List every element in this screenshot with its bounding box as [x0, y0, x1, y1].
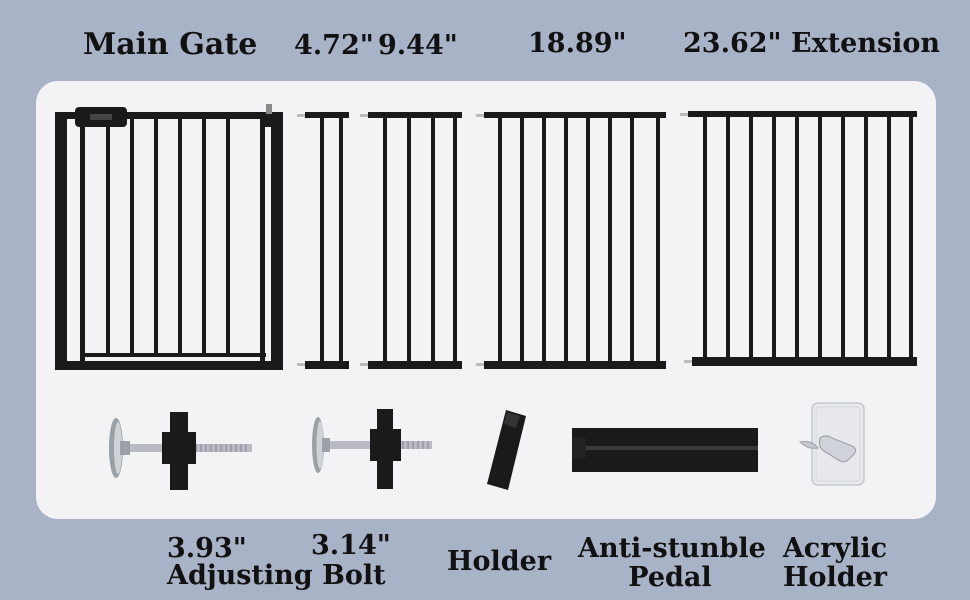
label-adjusting-bolt: Adjusting Bolt [167, 560, 386, 591]
acrylic-holder-icon [799, 402, 865, 486]
label-holder: Holder [447, 546, 552, 577]
extension-9-44-icon [360, 112, 462, 369]
adjusting-bolt-3-14-icon [312, 409, 432, 489]
label-extension-4-72: 4.72" [294, 30, 374, 61]
label-extension-23-62: 23.62" Extension [683, 28, 941, 59]
extension-23-62-icon [680, 111, 917, 366]
label-acrylic-line2: Holder [782, 562, 888, 593]
label-main-gate: Main Gate [83, 27, 258, 62]
extension-18-89-icon [476, 112, 666, 369]
extension-4-72-icon [297, 112, 349, 369]
holder-icon [487, 410, 526, 490]
label-pedal-line2: Pedal [628, 562, 712, 593]
label-bolt-3-14: 3.14" [311, 530, 391, 561]
label-bolt-3-93: 3.93" [167, 533, 247, 564]
pedal-icon [572, 428, 758, 472]
label-extension-9-44: 9.44" [378, 30, 458, 61]
label-pedal-line1: Anti-stunble [578, 533, 766, 564]
label-extension-18-89: 18.89" [528, 28, 627, 59]
adjusting-bolt-3-93-icon [109, 412, 252, 490]
label-acrylic-line1: Acrylic [782, 533, 888, 564]
main-gate-icon [55, 104, 283, 370]
